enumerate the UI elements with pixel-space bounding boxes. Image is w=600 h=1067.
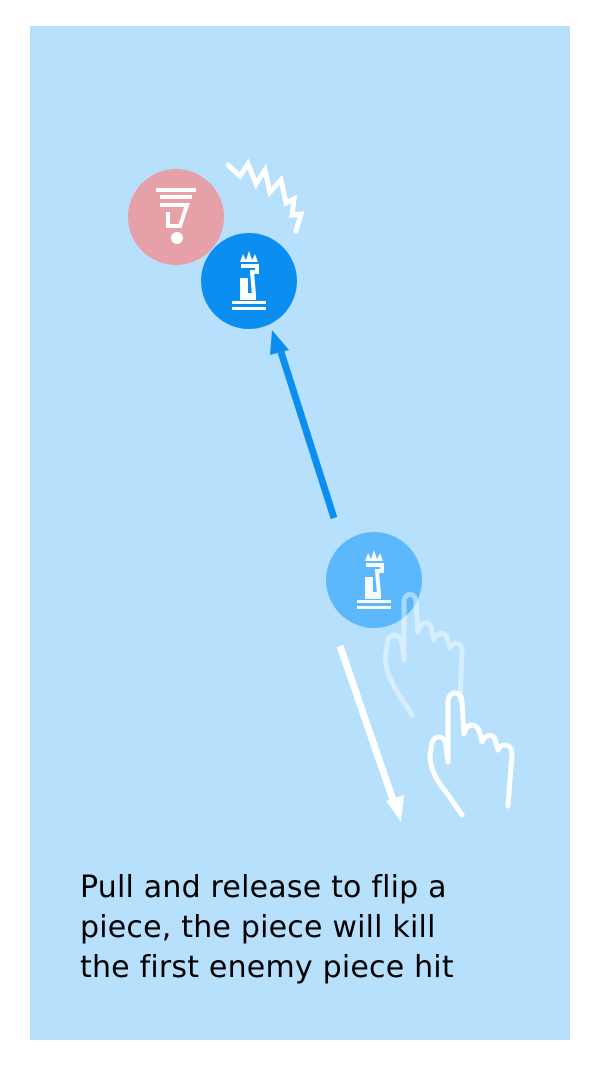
pull-arrow bbox=[336, 644, 404, 822]
king-icon bbox=[357, 550, 391, 609]
player-king-origin-ghost bbox=[326, 532, 422, 628]
king-icon bbox=[232, 251, 266, 310]
enemy-pawn-piece bbox=[128, 169, 224, 265]
pointing-hand-icon bbox=[383, 592, 465, 718]
caption-line-2: piece, the piece will kill bbox=[80, 910, 436, 945]
caption-line-1: Pull and release to flip a bbox=[80, 870, 447, 905]
launch-arrow bbox=[270, 330, 338, 520]
tutorial-caption: Pull and release to flip a piece, the pi… bbox=[80, 868, 550, 988]
pointing-hand-icon bbox=[427, 690, 515, 818]
impact-burst-icon bbox=[225, 158, 305, 234]
game-board bbox=[30, 26, 570, 1040]
pawn-icon bbox=[156, 188, 196, 229]
player-king-piece[interactable] bbox=[201, 233, 297, 329]
caption-line-3: the first enemy piece hit bbox=[80, 950, 454, 985]
